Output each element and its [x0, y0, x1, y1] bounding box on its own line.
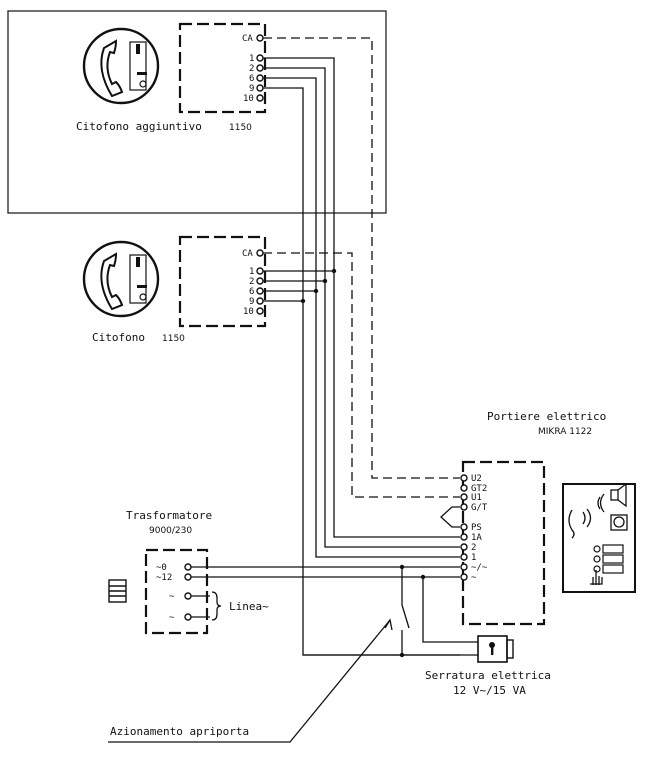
line-brace [211, 591, 222, 621]
additional-intercom-terminals: CA 1 2 6 9 10 [242, 34, 264, 104]
wiring-lines [188, 37, 478, 658]
terminal-label-line2: ~ [169, 613, 175, 623]
door-opener-leader-line [108, 619, 391, 743]
terminal-label-line1: ~ [169, 592, 175, 602]
terminal-label-tilde-slash: ~/~ [471, 563, 488, 573]
terminal-label-u1: U1 [471, 493, 482, 503]
terminal-label-gt: G/T [471, 503, 488, 513]
terminal-label-2: 2 [249, 64, 254, 74]
terminal-label-gt2: GT2 [471, 484, 487, 494]
terminal-label-10: 10 [243, 307, 254, 317]
additional-intercom-enclosure [7, 10, 387, 214]
terminal-label-2: 2 [249, 277, 254, 287]
terminal-label-ca: CA [242, 249, 253, 259]
additional-intercom-handset-icon [82, 27, 160, 105]
terminal-label-ca: CA [242, 34, 253, 44]
transformer-label: Trasformatore [126, 509, 212, 522]
additional-intercom-label: Citofono aggiuntivo [76, 120, 202, 133]
door-station-model: MIKRA 1122 [538, 427, 592, 437]
terminal-label-ps: PS [471, 523, 482, 533]
terminal-label-6: 6 [249, 74, 254, 84]
terminal-label-9: 9 [249, 84, 254, 94]
intercom-handset-icon [82, 240, 160, 318]
intercom-label: Citofono [92, 331, 145, 344]
terminal-label-1: 1 [471, 553, 476, 563]
transformer-box [144, 548, 209, 635]
terminal-label-2: 2 [471, 543, 476, 553]
door-station-label: Portiere elettrico [487, 410, 606, 423]
electric-lock-label: Serratura elettrica [425, 669, 551, 682]
mains-plug-icon [108, 579, 127, 603]
terminal-label-0: ~0 [156, 563, 167, 573]
door-station-terminals: U2 GT2 U1 G/T PS 1A 2 1 ~/~ ~ [460, 474, 488, 583]
terminal-label-10: 10 [243, 94, 254, 104]
terminal-label-12: ~12 [156, 573, 172, 583]
terminal-label-9: 9 [249, 297, 254, 307]
terminal-label-1: 1 [249, 267, 254, 277]
additional-intercom-model: 1150 [229, 123, 252, 133]
electric-lock-rating: 12 V~/15 VA [453, 684, 526, 697]
transformer-terminals: ~0 ~12 ~ ~ [156, 563, 192, 623]
intercom-terminals: CA 1 2 6 9 10 [242, 249, 264, 317]
door-opener-label: Azionamento apriporta [110, 725, 249, 738]
terminal-label-tilde: ~ [471, 573, 477, 583]
terminal-label-6: 6 [249, 287, 254, 297]
door-station-terminal-box [461, 460, 546, 626]
transformer-model: 9000/230 [149, 526, 192, 536]
electric-lock-icon [477, 635, 514, 663]
line-label: Linea~ [229, 600, 269, 613]
terminal-label-1: 1 [249, 54, 254, 64]
terminal-label-1a: 1A [471, 533, 482, 543]
terminal-label-u2: U2 [471, 474, 482, 484]
door-station-panel-icon [562, 482, 636, 593]
intercom-model: 1150 [162, 334, 185, 344]
